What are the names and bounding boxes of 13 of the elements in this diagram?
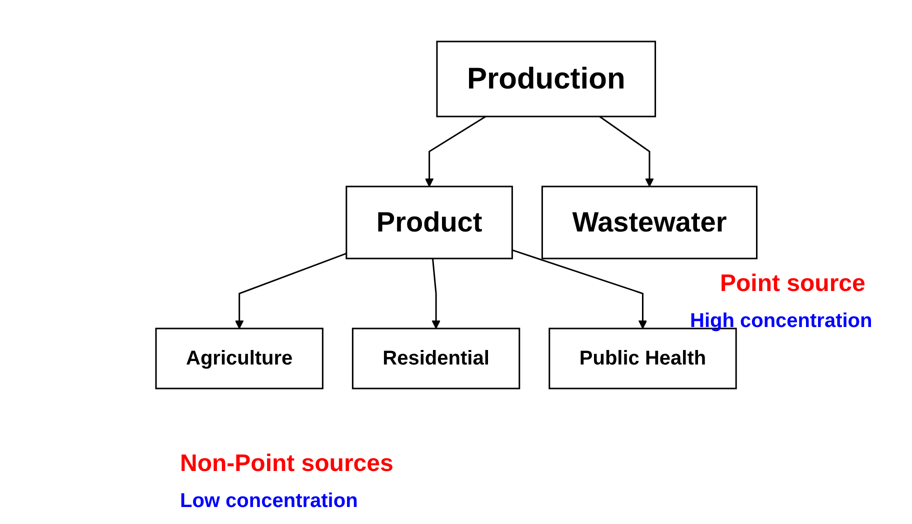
note-text: Low concentration: [180, 490, 358, 513]
node-box: Wastewater: [541, 186, 758, 260]
note-text: Non-Point sources: [180, 450, 394, 478]
node-box: Production: [436, 40, 656, 118]
arrow: [234, 252, 346, 329]
node-box: Agriculture: [154, 328, 324, 390]
node-box: Residential: [352, 328, 520, 390]
arrow: [424, 116, 486, 187]
node-box: Product: [345, 186, 513, 260]
arrow: [598, 116, 654, 187]
arrow: [431, 258, 440, 329]
arrow: [512, 249, 647, 329]
note-text: Point source: [720, 270, 866, 298]
